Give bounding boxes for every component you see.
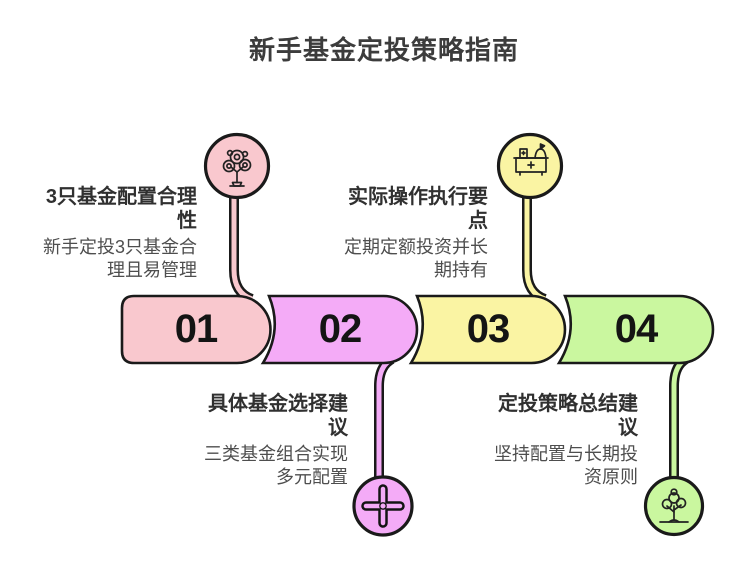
step1-text-block: 3只基金配置合理性 新手定投3只基金合理且易管理 [37,185,197,282]
icon-badge-step3 [496,132,564,200]
chevron-step3 [408,294,567,365]
step3-number: 03 [466,307,511,351]
sapling-icon [659,488,689,523]
factory-icon [513,143,549,176]
step3-text-block: 实际操作执行要点 定期定额投资并长期持有 [332,185,488,282]
connector-step2 [374,354,395,490]
page-title: 新手基金定投策略指南 [248,35,519,65]
money-tree-icon [222,149,252,187]
step2-text-block: 具体基金选择建议 三类基金组合实现多元配置 [192,392,348,489]
chevron-step2 [260,294,419,365]
chevron-step1 [120,294,272,365]
step3-description: 定期定额投资并长期持有 [344,237,488,280]
plus-cross-icon [361,484,405,528]
step1-description: 新手定投3只基金合理且易管理 [42,237,197,280]
step3-title: 实际操作执行要点 [348,186,488,232]
step4-description: 坚持配置与长期投资原则 [494,444,638,487]
step1-number: 01 [174,307,219,351]
step4-number: 04 [614,307,659,351]
step4-text-block: 定投策略总结建议 坚持配置与长期投资原则 [482,392,638,489]
step4-title: 定投策略总结建议 [498,393,638,439]
step2-number: 02 [318,307,363,351]
step1-title: 3只基金配置合理性 [45,186,197,232]
connector-step4 [669,354,689,490]
step2-title: 具体基金选择建议 [208,393,348,439]
chevron-step4 [556,294,715,365]
icon-badge-step1 [203,132,271,200]
step2-description: 三类基金组合实现多元配置 [204,444,348,487]
